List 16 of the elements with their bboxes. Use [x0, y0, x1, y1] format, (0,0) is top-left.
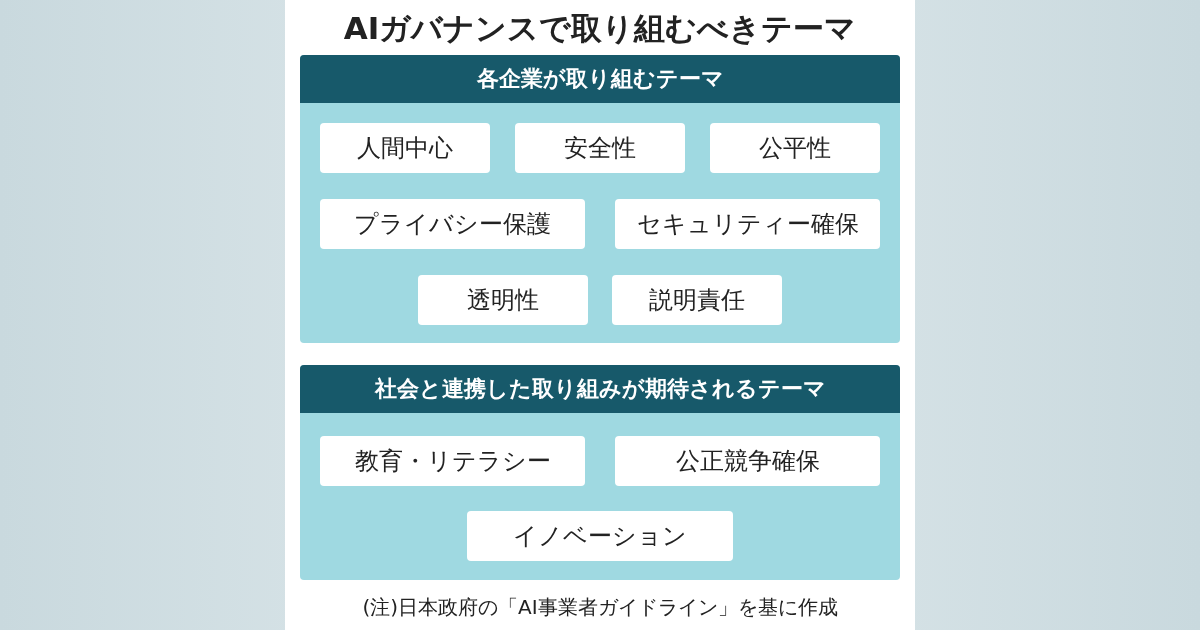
caption-note: (注)日本政府の「AI事業者ガイドライン」を基に作成 — [361, 594, 839, 621]
theme-box: セキュリティー確保 — [615, 199, 880, 249]
group-heading: 社会と連携した取り組みが期待されるテーマ — [300, 365, 900, 413]
theme-box: 公正競争確保 — [615, 436, 880, 486]
theme-box: プライバシー保護 — [320, 199, 585, 249]
theme-box: 説明責任 — [612, 275, 782, 325]
group-panel — [300, 55, 900, 343]
theme-box: 安全性 — [515, 123, 685, 173]
theme-box: 透明性 — [418, 275, 588, 325]
group-panel — [300, 365, 900, 580]
theme-box: 公平性 — [710, 123, 880, 173]
theme-box: 人間中心 — [320, 123, 490, 173]
theme-box: 教育・リテラシー — [320, 436, 585, 486]
group-heading: 各企業が取り組むテーマ — [300, 55, 900, 103]
diagram-title: AIガバナンスで取り組むべきテーマ — [342, 9, 858, 48]
theme-box: イノベーション — [467, 511, 733, 561]
